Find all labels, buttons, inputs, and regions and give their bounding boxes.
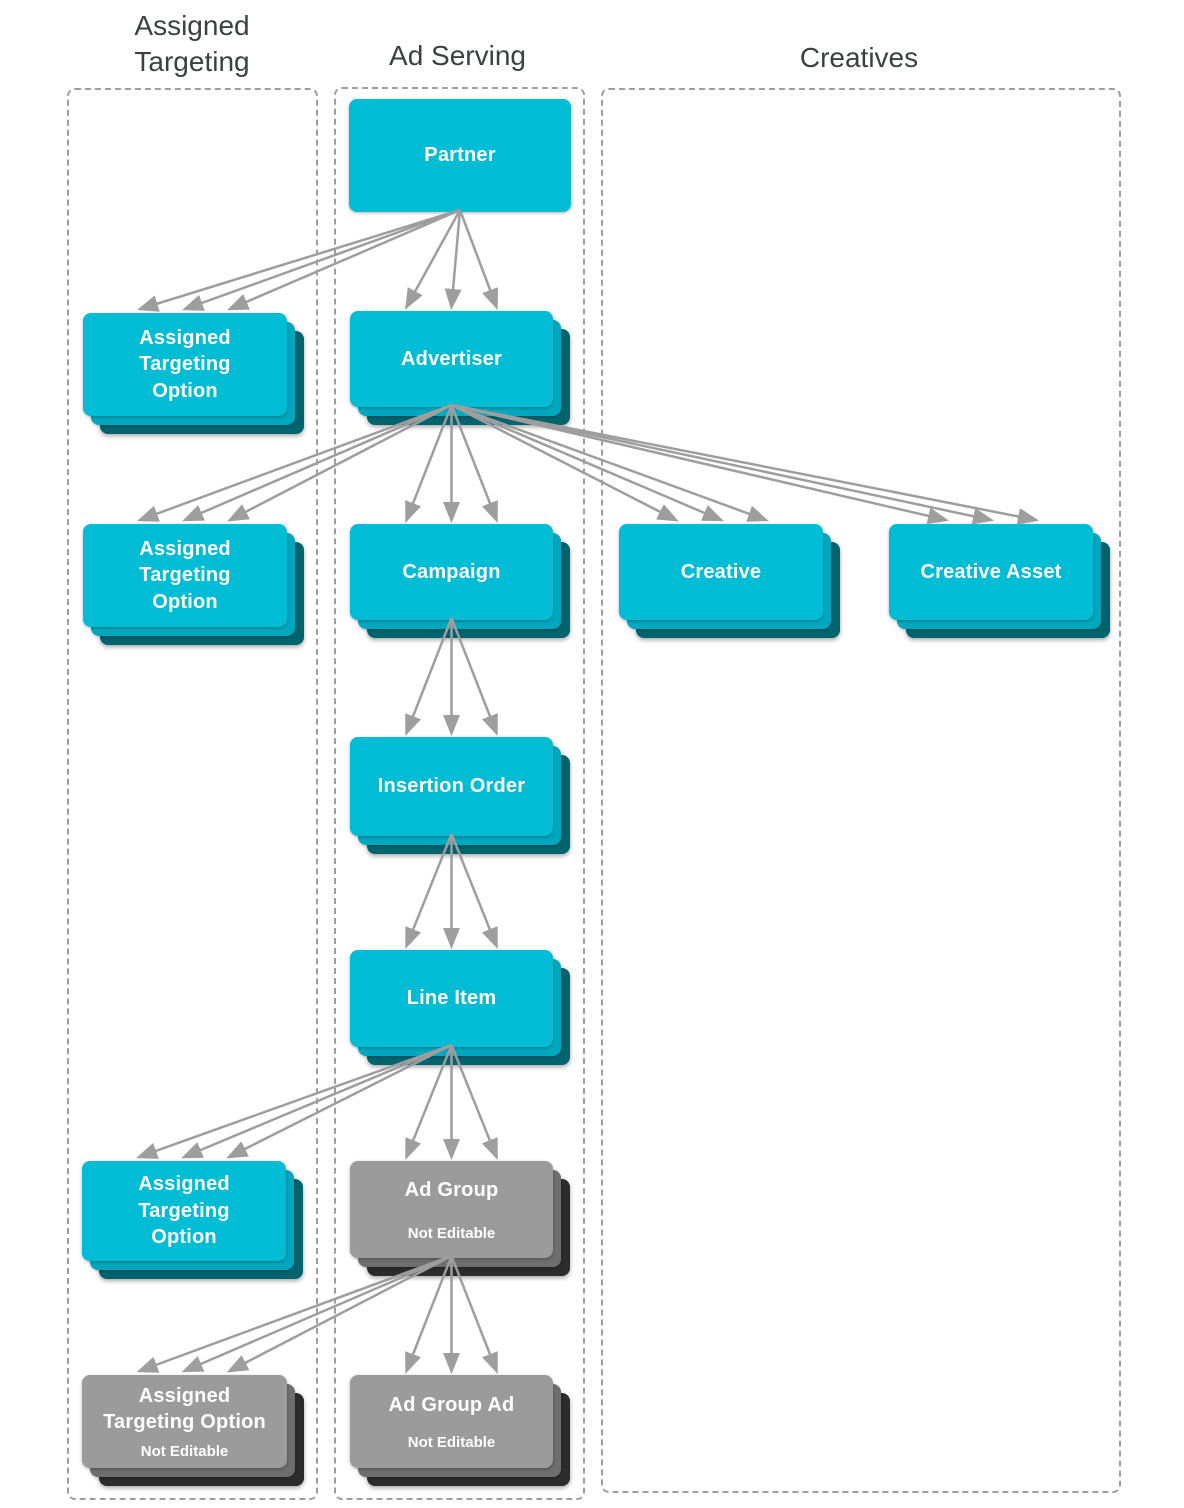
node-label: Line Item xyxy=(406,987,497,1010)
node-label: Ad Group Ad xyxy=(388,1393,515,1416)
node-creative-asset: Creative Asset xyxy=(889,524,1110,638)
node-partner: Partner xyxy=(349,99,571,212)
column-ad-serving xyxy=(334,87,585,1500)
node-insertion-order: Insertion Order xyxy=(350,737,570,854)
node-label: Advertiser xyxy=(401,347,502,370)
node-label: Campaign xyxy=(402,560,501,583)
column-header-ad-serving: Ad Serving xyxy=(389,40,526,71)
node-ad-group: Ad Group Not Editable xyxy=(350,1161,570,1276)
node-assigned-targeting-option-1: Assigned Targeting Option xyxy=(83,313,304,434)
node-label: Partner xyxy=(424,144,496,167)
node-label: Assigned Targeting Option xyxy=(139,537,231,613)
node-line-item: Line Item xyxy=(350,950,570,1065)
node-label: Insertion Order xyxy=(377,775,526,798)
node-assigned-targeting-option-3: Assigned Targeting Option xyxy=(82,1161,303,1279)
node-ad-group-ad: Ad Group Ad Not Editable xyxy=(350,1375,570,1486)
node-sublabel: Not Editable xyxy=(140,1443,229,1461)
node-creative: Creative xyxy=(619,524,840,638)
node-sublabel: Not Editable xyxy=(407,1225,496,1243)
column-assigned-targeting xyxy=(67,88,318,1500)
node-advertiser: Advertiser xyxy=(350,311,570,425)
column-header-assigned-targeting: Assigned Targeting xyxy=(134,10,250,77)
node-sublabel: Not Editable xyxy=(407,1434,496,1452)
node-label: Creative xyxy=(680,560,762,583)
node-label: Assigned Targeting Option xyxy=(103,1384,266,1433)
node-assigned-targeting-option-2: Assigned Targeting Option xyxy=(83,524,304,645)
node-label: Assigned Targeting Option xyxy=(139,326,231,402)
node-campaign: Campaign xyxy=(350,524,570,638)
node-label: Assigned Targeting Option xyxy=(138,1173,230,1249)
column-header-creatives: Creatives xyxy=(799,42,919,73)
node-label: Creative Asset xyxy=(920,560,1062,583)
column-creatives xyxy=(601,88,1121,1493)
node-label: Ad Group xyxy=(404,1178,499,1201)
node-assigned-targeting-option-4: Assigned Targeting Option Not Editable xyxy=(82,1375,304,1486)
